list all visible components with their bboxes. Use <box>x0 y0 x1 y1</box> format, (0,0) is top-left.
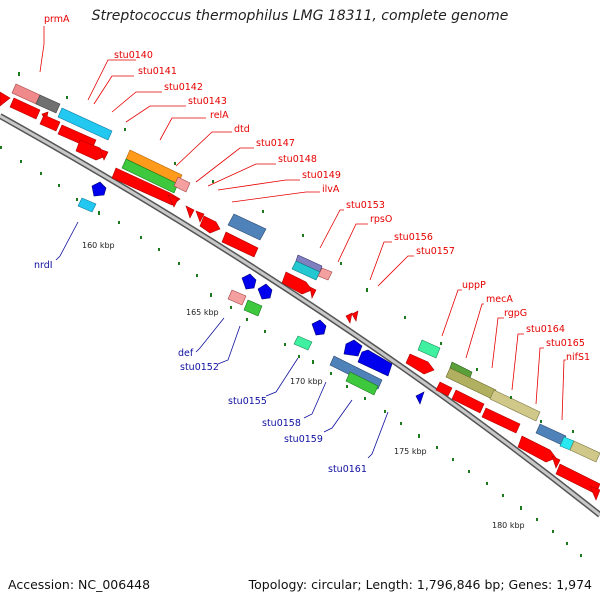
forward-gene-labels: prmA stu0140 stu0141 stu0142 stu0143 rel… <box>44 14 590 363</box>
ruler-label: 160 kbp <box>82 241 115 250</box>
tick-ruler <box>0 72 582 557</box>
accession-text: Accession: NC_006448 <box>8 577 151 592</box>
gene-label-stu0155: stu0155 <box>228 396 267 407</box>
ruler-labels: 160 kbp 165 kbp 170 kbp 175 kbp 180 kbp <box>82 241 525 530</box>
gene-label-stu0149: stu0149 <box>302 170 341 181</box>
gene-label-mecA: mecA <box>486 294 513 305</box>
gene-label-relA: relA <box>210 110 229 121</box>
gene-label-stu0158: stu0158 <box>262 418 301 429</box>
gene-label-stu0156: stu0156 <box>394 232 433 243</box>
reverse-gene-track <box>77 181 441 405</box>
gene-label-def: def <box>178 348 194 359</box>
map-title: Streptococcus thermophilus LMG 18311, co… <box>91 8 509 24</box>
gene-label-stu0159: stu0159 <box>284 434 323 445</box>
gene-label-stu0153: stu0153 <box>346 200 385 211</box>
gene-label-prmA: prmA <box>44 14 70 25</box>
ruler-label: 165 kbp <box>186 308 219 317</box>
gene-label-uppP: uppP <box>462 280 486 291</box>
gene-label-nrdI: nrdI <box>34 260 53 271</box>
gene-label-stu0165: stu0165 <box>546 338 585 349</box>
ruler-label: 175 kbp <box>394 447 427 456</box>
gene-label-stu0152: stu0152 <box>180 362 219 373</box>
gene-label-nifS1: nifS1 <box>566 352 590 363</box>
ruler-label: 180 kbp <box>492 521 525 530</box>
forward-gene-track <box>0 91 600 501</box>
gene-label-stu0164: stu0164 <box>526 324 565 335</box>
gene-label-stu0148: stu0148 <box>278 154 317 165</box>
gene-label-stu0161: stu0161 <box>328 464 367 475</box>
ruler-label: 170 kbp <box>290 377 323 386</box>
gene-label-stu0157: stu0157 <box>416 246 455 257</box>
gene-label-stu0142: stu0142 <box>164 82 203 93</box>
genome-summary-text: Topology: circular; Length: 1,796,846 bp… <box>248 577 592 592</box>
reverse-leader-lines <box>55 221 389 459</box>
gene-label-stu0140: stu0140 <box>114 50 153 61</box>
gene-label-dtd: dtd <box>234 124 250 135</box>
gene-label-stu0141: stu0141 <box>138 66 177 77</box>
domain-track <box>11 83 600 463</box>
gene-label-rgpG: rgpG <box>504 308 527 319</box>
gene-label-stu0143: stu0143 <box>188 96 227 107</box>
gene-label-ilvA: ilvA <box>322 184 340 195</box>
gene-label-rpsO: rpsO <box>370 214 392 225</box>
forward-leader-lines <box>39 26 566 421</box>
gene-label-stu0147: stu0147 <box>256 138 295 149</box>
reverse-gene-labels: nrdI def stu0152 stu0155 stu0158 stu0159… <box>34 260 367 475</box>
